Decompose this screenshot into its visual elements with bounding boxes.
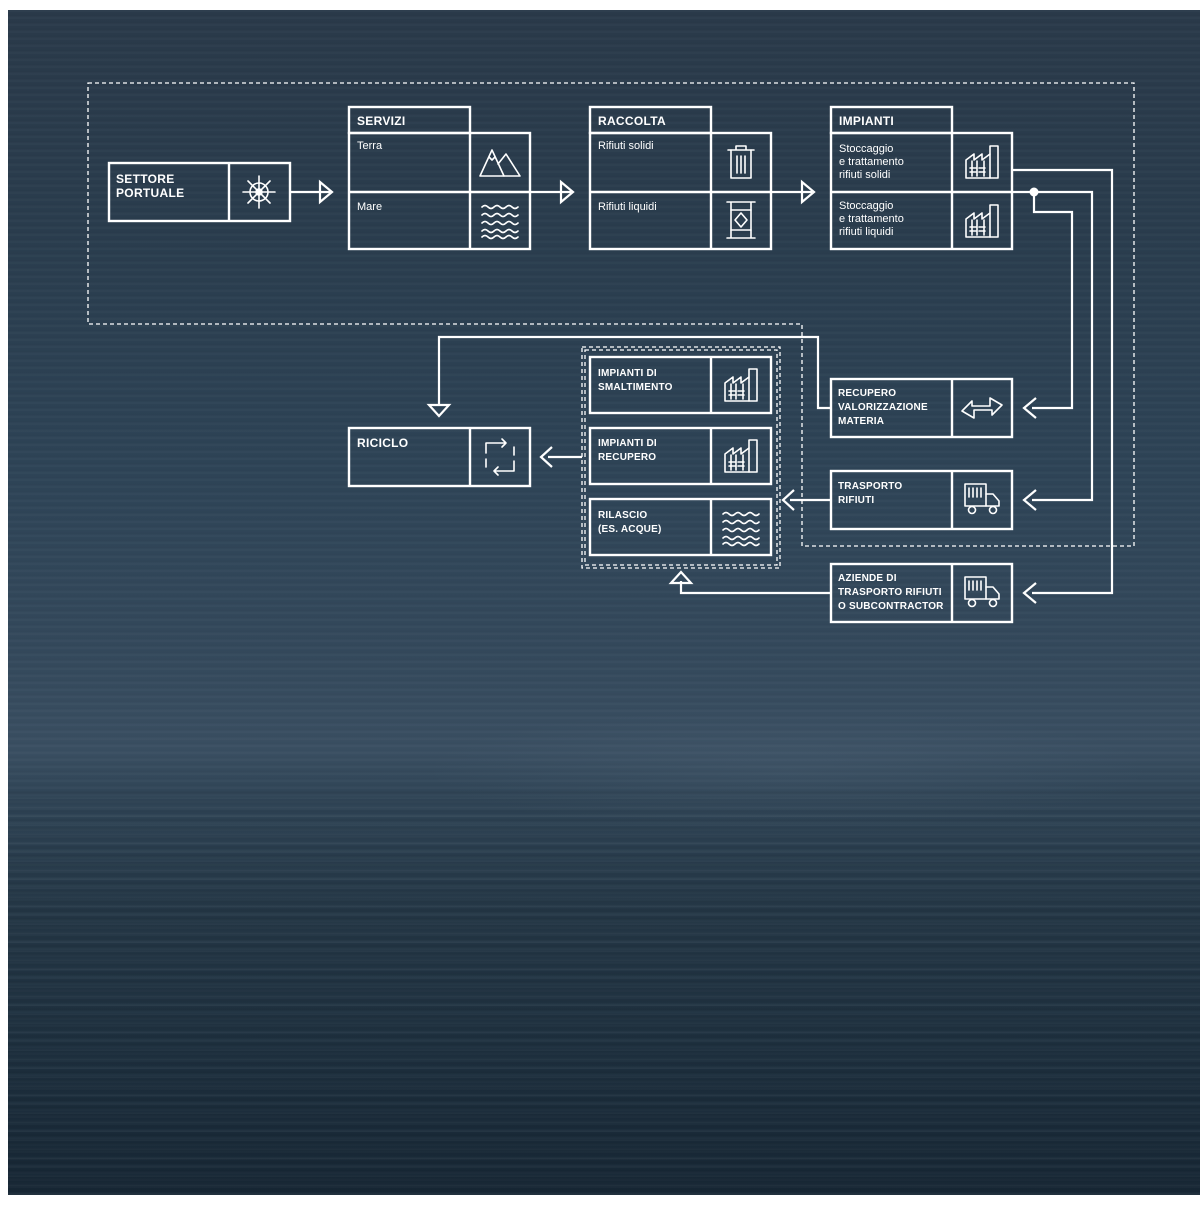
riciclo-label: RICICLO [357, 436, 408, 450]
impianti-row1-line3: rifiuti solidi [839, 169, 890, 181]
waves-icon [722, 511, 760, 547]
node-impianti-smaltimento[interactable]: IMPIANTI DI SMALTIMENTO [588, 355, 773, 415]
arrow-recval-to-riciclo [426, 335, 831, 418]
trash-bin-icon [727, 145, 755, 179]
recupero-label-1: IMPIANTI DI [598, 438, 657, 449]
arrow-recupero-to-riciclo [539, 446, 582, 468]
smaltimento-label-2: SMALTIMENTO [598, 382, 673, 393]
smaltimento-label-1: IMPIANTI DI [598, 368, 657, 379]
sea-background [8, 10, 1200, 1195]
node-impianti[interactable]: IMPIANTI Stoccaggio e trattamento rifiut… [829, 105, 1014, 251]
impianti-row1-line1: Stoccaggio [839, 143, 893, 155]
node-aziende-trasporto[interactable]: AZIENDE DI TRASPORTO RIFIUTI O SUBCONTRA… [829, 562, 1014, 624]
node-rilascio[interactable]: RILASCIO (ES. ACQUE) [588, 497, 773, 557]
arrow-raccolta-to-impianti [771, 179, 816, 205]
factory-icon [724, 439, 758, 473]
impianti-row2-line1: Stoccaggio [839, 200, 893, 212]
node-riciclo[interactable]: RICICLO [347, 426, 532, 488]
impianti-row2-line3: rifiuti liquidi [839, 226, 893, 238]
recycle-icon [485, 438, 515, 476]
settore-label-2: PORTUALE [116, 186, 184, 200]
arrow-settore-to-servizi [290, 179, 334, 205]
recval-label-2: VALORIZZAZIONE [838, 402, 928, 413]
node-raccolta[interactable]: RACCOLTA Rifiuti solidi Rifiuti liquidi [588, 105, 773, 251]
node-servizi[interactable]: SERVIZI Terra Mare [347, 105, 532, 251]
arrow-trasporto-to-destinations [781, 489, 831, 511]
aziende-label-2: TRASPORTO RIFIUTI [838, 587, 942, 598]
recupero-label-2: RECUPERO [598, 452, 656, 463]
truck-icon [964, 576, 1000, 608]
arrow-servizi-to-raccolta [530, 179, 575, 205]
node-trasporto-rifiuti[interactable]: TRASPORTO RIFIUTI [829, 469, 1014, 531]
rilascio-label-2: (ES. ACQUE) [598, 524, 662, 535]
servizi-row-mare: Mare [357, 201, 382, 213]
aziende-label-1: AZIENDE DI [838, 573, 897, 584]
destination-boundary [581, 346, 781, 569]
factory-icon [724, 368, 758, 402]
servizi-row-terra: Terra [357, 140, 383, 152]
node-settore-portuale[interactable]: SETTORE PORTUALE [107, 161, 292, 223]
impianti-row1-line2: e trattamento [839, 156, 904, 168]
trasporto-label-2: RIFIUTI [838, 495, 874, 506]
raccolta-row-liquidi: Rifiuti liquidi [598, 201, 657, 213]
settore-label-1: SETTORE [116, 172, 175, 186]
factory-icon [965, 204, 999, 238]
recval-label-1: RECUPERO [838, 388, 896, 399]
impianti-title: IMPIANTI [839, 114, 894, 128]
raccolta-title: RACCOLTA [598, 114, 666, 128]
liquid-tank-icon [726, 201, 756, 239]
truck-icon [964, 483, 1000, 515]
waves-icon [481, 204, 519, 240]
raccolta-row-solidi: Rifiuti solidi [598, 140, 654, 152]
factory-icon [965, 145, 999, 179]
arrow-aziende-to-destinations [668, 570, 831, 595]
sea-waves [8, 790, 1200, 1195]
trasporto-label-1: TRASPORTO [838, 481, 902, 492]
recval-label-3: MATERIA [838, 416, 884, 427]
port-boundary [87, 82, 1135, 547]
exchange-arrows-icon [961, 397, 1003, 419]
aziende-label-3: O SUBCONTRACTOR [838, 601, 944, 612]
impianti-row2-line2: e trattamento [839, 213, 904, 225]
node-impianti-recupero[interactable]: IMPIANTI DI RECUPERO [588, 426, 773, 486]
rilascio-label-1: RILASCIO [598, 510, 647, 521]
ship-wheel-icon [242, 175, 276, 209]
node-recupero-valorizzazione[interactable]: RECUPERO VALORIZZAZIONE MATERIA [829, 377, 1014, 439]
connector-impianti-outputs [1012, 168, 1114, 604]
mountains-icon [479, 149, 521, 177]
servizi-title: SERVIZI [357, 114, 406, 128]
